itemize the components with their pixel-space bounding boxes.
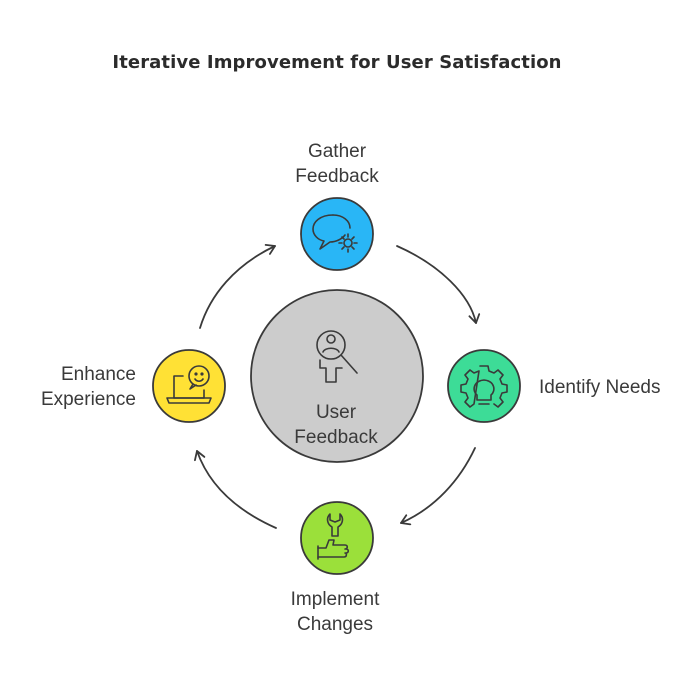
identify-node — [447, 349, 521, 423]
gear-bulb-icon — [460, 365, 508, 408]
enhance-node — [152, 349, 226, 423]
enhance-label-line2: Experience — [40, 389, 136, 410]
implement-circle — [300, 501, 374, 575]
identify-label-line1: Identify Needs — [539, 377, 661, 398]
arrow-enhance-to-gather — [199, 244, 276, 329]
enhance-circle — [152, 349, 226, 423]
center-label: User Feedback — [236, 400, 436, 450]
gather-circle — [300, 197, 374, 271]
user-search-icon — [316, 330, 358, 383]
gather-label: Gather Feedback — [237, 139, 437, 189]
center-node — [250, 289, 424, 463]
wrench-hand-icon — [317, 513, 350, 560]
center-circle — [250, 289, 424, 463]
diagram-title: Iterative Improvement for User Satisfact… — [112, 52, 562, 73]
center-label-line2: Feedback — [294, 427, 378, 448]
gather-label-line2: Feedback — [295, 166, 379, 187]
implement-label-line1: Implement — [290, 589, 380, 610]
laptop-smile-icon — [166, 365, 212, 404]
implement-node — [300, 501, 374, 575]
enhance-label-line1: Enhance — [60, 364, 136, 385]
implement-label-line2: Changes — [296, 614, 374, 635]
enhance-label: Enhance Experience — [16, 362, 136, 412]
arrow-identify-to-implement — [400, 447, 476, 526]
arrow-implement-to-enhance — [194, 450, 277, 529]
gather-label-line1: Gather — [307, 141, 367, 162]
gather-node — [300, 197, 374, 271]
identify-label: Identify Needs — [539, 375, 699, 400]
chat-gear-icon — [312, 214, 358, 253]
implement-label: Implement Changes — [235, 587, 435, 637]
identify-circle — [447, 349, 521, 423]
cycle-arrows — [194, 244, 481, 529]
center-label-line1: User — [315, 402, 357, 423]
arrow-gather-to-identify — [396, 245, 481, 324]
